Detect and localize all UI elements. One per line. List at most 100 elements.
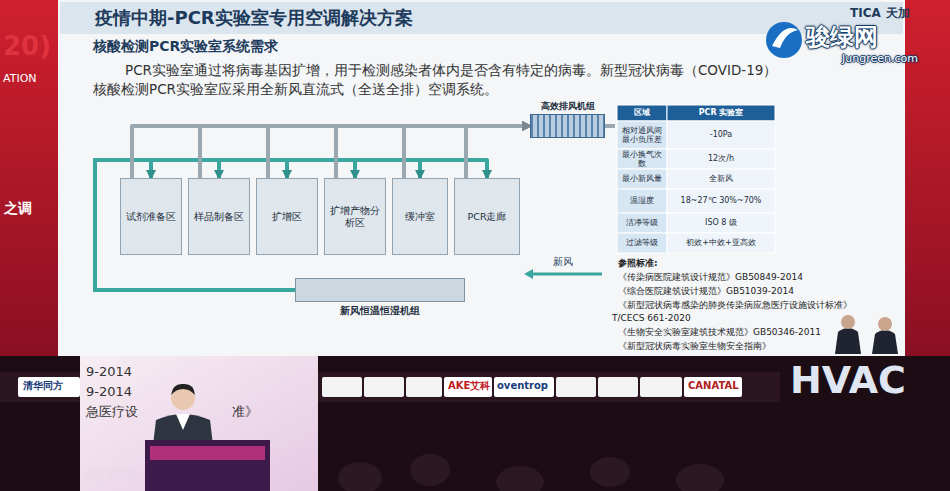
node-label: 扩增区 <box>272 211 302 223</box>
table-cell <box>617 233 667 253</box>
table-cell <box>617 105 667 121</box>
supply-duct <box>95 160 487 290</box>
reference-item: 《新型冠状病毒感染的肺炎传染病应急医疗设施设计标准》 <box>618 300 852 311</box>
watermark: Jungreen.com <box>842 52 918 66</box>
exhaust-duct <box>132 126 530 178</box>
table-cell <box>667 121 775 149</box>
sponsor-chip <box>494 377 554 397</box>
table-cell <box>617 121 667 149</box>
sponsor-chip <box>406 377 442 397</box>
audience-area <box>0 356 950 491</box>
node-label: 样品制备区 <box>194 211 244 223</box>
audience-head <box>590 457 630 487</box>
room-box: 缓冲室 <box>392 178 448 255</box>
sponsor-logo: oventrop <box>497 380 548 393</box>
table-cell: 洁净等级 <box>617 213 667 233</box>
slide-title: 疫情中期-PCR实验室专用空调解决方案 <box>95 7 413 30</box>
inset-text: GB5034 <box>86 466 138 482</box>
exhaust-duct <box>336 126 530 178</box>
watermark-logo <box>772 28 798 48</box>
paragraph-line: PCR实验室通过将病毒基因扩增，用于检测感染者体内是否含有特定的病毒。新型冠状病… <box>125 62 777 79</box>
reference-item: 《传染病医院建筑设计规范》GB50849-2014 <box>618 272 803 283</box>
inset-text: 急医疗设 <box>86 404 138 420</box>
node-label: 试剂准备区 <box>126 211 176 223</box>
panelist <box>872 330 898 354</box>
speaker-hair <box>171 384 195 395</box>
podium <box>145 440 270 491</box>
sponsor-chip <box>640 377 682 397</box>
room-box: PCR走廊 <box>454 178 520 255</box>
node-label: 新风恒温恒湿机组 <box>340 305 420 317</box>
speaker-shirt <box>176 414 190 430</box>
subtitle: 核酸检测PCR实验室系统需求 <box>93 38 278 56</box>
supply-duct <box>95 160 420 290</box>
sponsor-chip <box>322 377 362 397</box>
event-logo: ATION <box>3 72 37 86</box>
watermark-logo <box>766 22 802 58</box>
table-cell <box>667 189 775 213</box>
table-cell: 18~27℃ 30%~70% <box>667 189 775 213</box>
sponsor-logo: 清华同方 <box>23 380 63 393</box>
event-logo: 20) <box>3 30 51 63</box>
table-cell <box>667 213 775 233</box>
fresh-air-unit: 新风恒温恒湿机组 <box>295 278 465 302</box>
table-cell <box>667 233 775 253</box>
table-cell: 12次/h <box>667 149 775 169</box>
table-cell: PCR 实验室 <box>667 105 775 121</box>
exhaust-duct <box>466 126 530 178</box>
sponsor-logo: CANATAL <box>688 380 739 393</box>
event-logo: HVAC <box>790 357 906 405</box>
table-cell: 全新风 <box>667 169 775 189</box>
audience-head <box>410 454 450 486</box>
table-cell: 相对通风间最小负压差 <box>617 121 667 149</box>
table-cell <box>667 105 775 121</box>
reference-item: 《生物安全实验室建筑技术规范》GB50346-2011 <box>618 327 821 338</box>
table-cell <box>617 169 667 189</box>
exhaust-duct <box>404 126 530 178</box>
room-box: 样品制备区 <box>188 178 250 255</box>
paragraph-line: 核酸检测PCR实验室应采用全新风直流式（全送全排）空调系统。 <box>93 81 498 98</box>
reference-item: 《新型冠状病毒实验室生物安全指南》 <box>618 341 771 352</box>
table-cell <box>617 213 667 233</box>
table-cell: 过滤等级 <box>617 233 667 253</box>
event-logo: 之调 <box>4 200 32 218</box>
reference-item: T/CECS 661-2020 <box>612 313 691 324</box>
inset-text: 9-2014 <box>86 364 132 380</box>
inset-text: 准》 <box>232 404 258 420</box>
panelist <box>835 328 861 354</box>
table-cell: 最小换气次数 <box>617 149 667 169</box>
sponsor-chip <box>444 377 492 397</box>
table-cell: -10Pa <box>667 121 775 149</box>
exhaust-unit: 高效排风机组 <box>530 114 605 138</box>
table-cell <box>667 169 775 189</box>
table-cell: 最小新风量 <box>617 169 667 189</box>
room-box: 扩增区 <box>256 178 318 255</box>
brand-logo: 天加 <box>886 6 910 21</box>
brand-logo: TICA <box>850 6 881 21</box>
sponsor-logo: AKE艾科 <box>448 380 490 393</box>
inset-text: 9-2014 <box>86 384 132 400</box>
node-label: PCR走廊 <box>468 211 507 223</box>
table-cell: 温湿度 <box>617 189 667 213</box>
room-box: 扩增产物分析区 <box>324 178 386 255</box>
reference-heading: 参照标准: <box>618 258 658 269</box>
sponsor-chip <box>18 377 80 397</box>
audience-head <box>496 466 544 491</box>
panelist-head <box>841 315 855 329</box>
table-cell: 区域 <box>617 105 667 121</box>
table-cell <box>617 189 667 213</box>
table-cell <box>617 149 667 169</box>
room-box: 试剂准备区 <box>120 178 182 255</box>
node-label: 缓冲室 <box>405 211 435 223</box>
supply-duct <box>95 160 355 290</box>
table-cell <box>667 149 775 169</box>
fresh-air-arrow <box>524 269 533 279</box>
panelist-head <box>878 317 892 331</box>
exhaust-outlet <box>605 124 615 128</box>
duct-label: 新风 <box>553 256 573 269</box>
table-cell: 初效+中效+亚高效 <box>667 233 775 253</box>
led-wall <box>0 0 58 360</box>
slide <box>58 0 905 356</box>
